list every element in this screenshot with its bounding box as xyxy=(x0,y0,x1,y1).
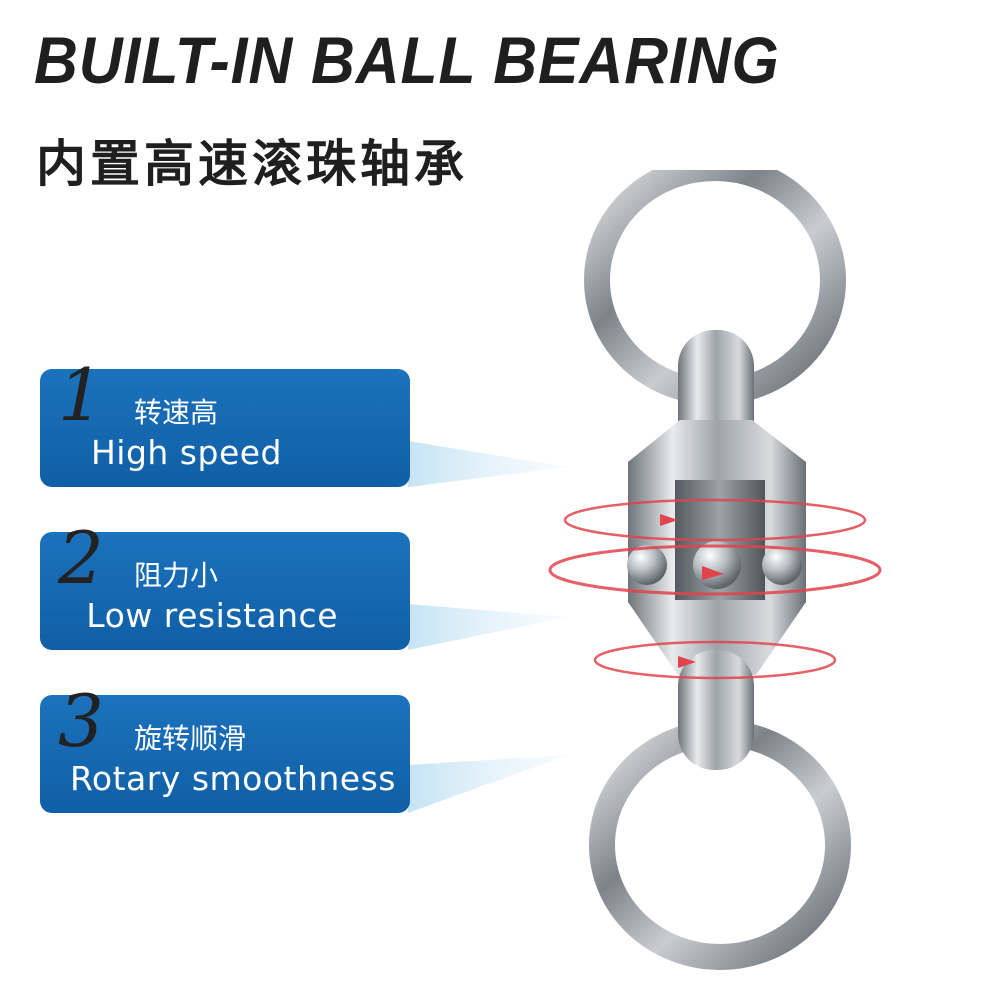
feature-label-en: High speed xyxy=(90,433,282,472)
feature-card-low-resistance: 2 阻力小 Low resistance xyxy=(40,522,410,650)
highlight-beam xyxy=(408,604,568,650)
page-title: BUILT-IN BALL BEARING xyxy=(34,23,780,97)
feature-number: 2 xyxy=(58,516,104,600)
feature-label-en: Rotary smoothness xyxy=(69,759,396,798)
feature-label-cn: 旋转顺滑 xyxy=(134,722,247,755)
feature-number: 1 xyxy=(58,353,104,437)
highlight-beam xyxy=(408,755,568,813)
page-subtitle: 内置高速滚珠轴承 xyxy=(36,135,468,193)
feature-card-rotary-smoothness: 3 旋转顺滑 Rotary smoothness xyxy=(40,685,410,813)
feature-label-cn: 转速高 xyxy=(134,396,219,429)
feature-number: 3 xyxy=(58,679,104,763)
ball-bearing-swivel-icon xyxy=(548,170,882,970)
feature-label-en: Low resistance xyxy=(86,596,338,635)
highlight-beam xyxy=(408,441,568,487)
feature-label-cn: 阻力小 xyxy=(134,559,219,592)
feature-card-high-speed: 1 转速高 High speed xyxy=(40,359,410,487)
rotation-arrows xyxy=(548,498,882,680)
